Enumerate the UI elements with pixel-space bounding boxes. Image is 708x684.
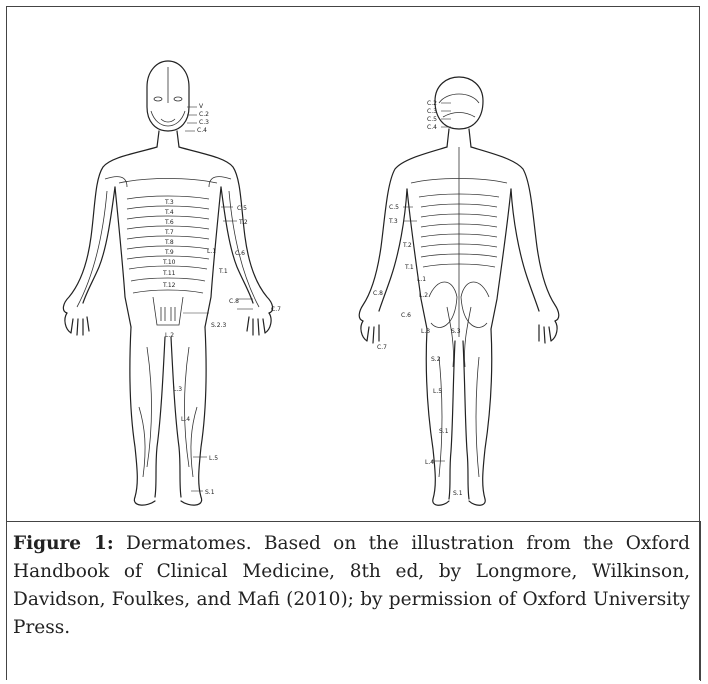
dermatome-figure: V C.2 C.3 C.4 C.5 T.2 T.3 T.4 T.6 T.7 T.… (7, 7, 701, 507)
front-label-t7: T.7 (164, 229, 174, 236)
front-labels: V C.2 C.3 C.4 C.5 T.2 T.3 T.4 T.6 T.7 T.… (162, 103, 281, 496)
back-label-c7: C.7 (377, 344, 387, 351)
front-label-c7: C.7 (271, 306, 281, 313)
front-label-t4: T.4 (164, 209, 174, 216)
caption-label: Figure 1: (13, 533, 114, 554)
back-label-l1: L.1 (417, 276, 426, 283)
front-label-t6: T.6 (164, 219, 174, 226)
front-label-t1: T.1 (218, 268, 228, 275)
front-leaders (183, 107, 253, 491)
back-label-t2: T.2 (402, 242, 412, 249)
front-label-l4: L.4 (181, 416, 190, 423)
back-label-c2: C.2 (427, 100, 437, 107)
front-label-c2: C.2 (199, 111, 209, 118)
back-body-figure (359, 77, 559, 505)
front-label-l2: L.2 (165, 332, 174, 339)
front-label-c4: C.4 (197, 127, 207, 134)
back-label-l5: L.5 (433, 388, 442, 395)
front-label-c6: C.6 (235, 250, 245, 257)
back-label-s2: S.2 (431, 356, 441, 363)
front-label-t12: T.12 (162, 282, 176, 289)
front-label-t9: T.9 (164, 249, 174, 256)
back-label-t1: T.1 (404, 264, 414, 271)
caption-text: Dermatomes. Based on the illustration fr… (13, 533, 690, 638)
back-label-s3: S.3 (451, 328, 461, 335)
back-label-l3: L.3 (421, 328, 430, 335)
front-label-s1: S.1 (205, 489, 215, 496)
front-label-s23: S.2.3 (211, 322, 226, 329)
back-label-c5b: C.5 (389, 204, 399, 211)
dermatome-illustration: V C.2 C.3 C.4 C.5 T.2 T.3 T.4 T.6 T.7 T.… (7, 7, 701, 507)
back-label-t3: T.3 (388, 218, 398, 225)
front-label-t3: T.3 (164, 199, 174, 206)
back-label-l4: L.4 (425, 459, 434, 466)
front-label-c8: C.8 (229, 298, 239, 305)
back-label-c5: C.5 (427, 116, 437, 123)
front-label-v: V (199, 103, 204, 110)
back-label-c8: C.8 (373, 290, 383, 297)
front-label-c5: C.5 (237, 205, 247, 212)
figure-frame: V C.2 C.3 C.4 C.5 T.2 T.3 T.4 T.6 T.7 T.… (6, 6, 700, 680)
front-label-l1: L.1 (207, 248, 216, 255)
front-label-l3: L.3 (173, 386, 182, 393)
back-label-s1b: S.1 (453, 490, 463, 497)
back-label-l2: L.2 (419, 292, 428, 299)
caption-box: Figure 1: Dermatomes. Based on the illus… (7, 521, 701, 681)
front-label-l5: L.5 (209, 455, 218, 462)
front-label-t2: T.2 (238, 219, 248, 226)
back-label-c4: C.4 (427, 124, 437, 131)
front-label-t8: T.8 (164, 239, 174, 246)
back-label-c3: C.3 (427, 108, 437, 115)
figure-caption: Figure 1: Dermatomes. Based on the illus… (13, 530, 690, 642)
front-label-t11: T.11 (162, 270, 176, 277)
back-labels: C.2 C.3 C.5 C.4 C.5 T.3 T.2 T.1 L.1 L.2 … (373, 100, 463, 497)
front-label-c3: C.3 (199, 119, 209, 126)
back-label-c6: C.6 (401, 312, 411, 319)
front-label-t10: T.10 (162, 259, 176, 266)
back-label-s1: S.1 (439, 428, 449, 435)
